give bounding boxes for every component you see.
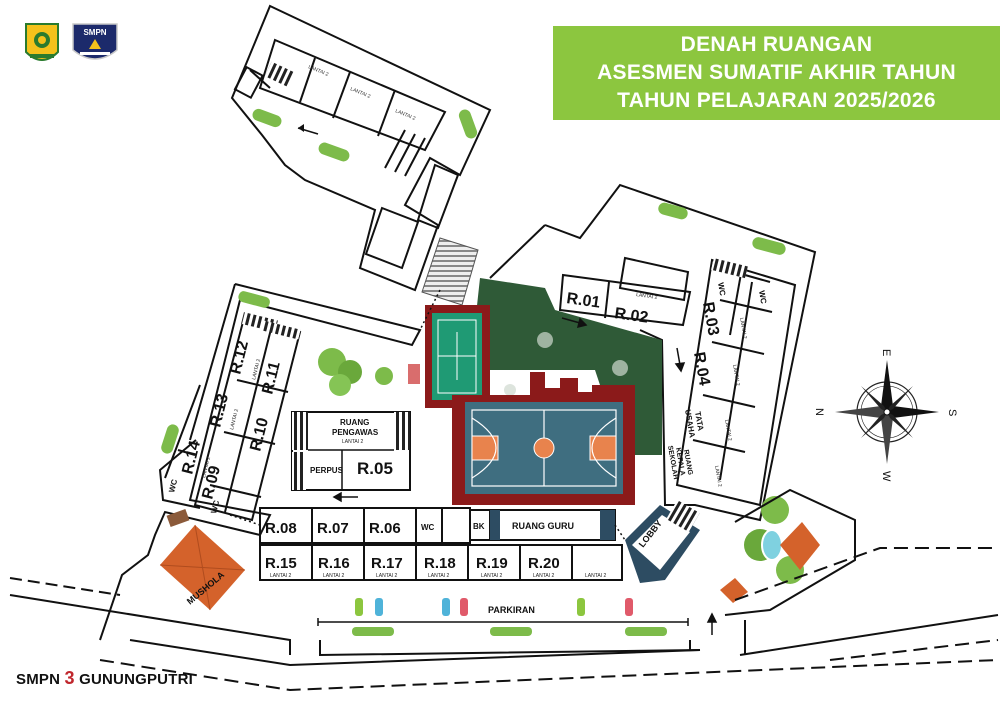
lantai-r15: LANTAI 2 [270,573,292,579]
stair-east [711,258,748,279]
bush [161,424,179,454]
room-r12[interactable]: R.12 [227,339,252,376]
lantai-r19: LANTAI 2 [481,573,503,579]
bush [252,108,282,128]
garden-area [470,278,662,455]
bush [752,237,786,255]
lantai-r18: LANTAI 2 [428,573,450,579]
bush [658,202,688,220]
title-line-2: ASESMEN SUMATIF AKHIR TAHUN [597,61,956,84]
direction-arrows [332,317,718,635]
stair-west-2 [261,320,301,340]
lantai-label-n2: LANTAI 2 [349,86,371,100]
bush [318,142,350,162]
lantai-pengawas: LANTAI 2 [342,439,364,445]
tree-cluster-west [318,348,393,396]
room-r08[interactable]: R.08 [265,520,297,537]
room-r16[interactable]: R.16 [318,555,350,572]
room-r01[interactable]: R.01 [565,290,601,312]
bush [458,109,478,139]
bush [238,291,270,308]
lantai-r16: LANTAI 2 [323,573,345,579]
south-building [259,507,623,581]
footer-prefix: SMPN [16,671,65,688]
school-logo-text: SMPN [83,28,106,37]
school-logo-icon: SMPN [72,23,118,60]
garden-tree [504,384,516,396]
compass-e: E [880,349,892,356]
kabupaten-logo-icon [25,23,59,61]
room-r04[interactable]: R.04 [690,351,713,387]
room-r14[interactable]: R.14 [179,439,204,476]
label-bk: BK [473,522,485,531]
parking-area [317,598,689,636]
lantai-r02: LANTAI 2 [636,292,658,301]
east-garden [720,496,820,603]
mushola-bench [166,508,190,528]
room-r07[interactable]: R.07 [317,520,349,537]
lantai-label-n1: LANTAI 2 [307,64,329,78]
room-r03[interactable]: R.03 [699,301,722,337]
label-wc-east-2: WC [757,290,768,305]
north-building [230,4,492,292]
compass-rose-icon [835,360,939,464]
lantai-r20: LANTAI 2 [533,573,555,579]
label-tata-usaha-1: TATA [693,411,705,432]
lantai-r17: LANTAI 2 [376,573,398,579]
label-wc-west-2: WC [209,499,221,514]
title-banner: DENAH RUANGAN ASESMEN SUMATIF AKHIR TAHU… [553,26,1000,120]
room-r15[interactable]: R.15 [265,555,297,572]
label-wc-south: WC [421,523,435,532]
stair-lobby [666,499,700,533]
lantai-r14: LANTAI 2 [201,456,212,478]
label-kepsek-2: KEPALA [674,447,686,476]
title-line-3: TAHUN PELAJARAN 2025/2026 [617,89,936,112]
footer-suffix: GUNUNGPUTRI [74,671,193,688]
label-perpus: PERPUS [310,466,344,475]
center-block [291,411,411,491]
column-guru-left [490,510,500,540]
roads [9,547,999,692]
room-r17[interactable]: R.17 [371,555,403,572]
garden-tree [537,332,553,348]
footer-number: 3 [64,668,75,688]
room-r20[interactable]: R.20 [528,555,560,572]
label-ruang-pengawas-1: RUANG [340,418,369,427]
lantai-extra: LANTAI 2 [585,573,607,579]
stair-north [264,61,295,87]
room-r19[interactable]: R.19 [476,555,508,572]
lantai-tu: LANTAI 2 [723,419,733,441]
garden-tree [612,360,628,376]
arrow-north-head [298,124,304,132]
room-r02[interactable]: R.02 [613,305,649,327]
lantai-label-n3: LANTAI 2 [394,108,416,122]
label-ruang-pengawas-2: PENGAWAS [332,428,379,437]
compass-w: W [880,471,892,482]
lantai-r12: LANTAI 2 [251,358,262,380]
east-building [489,183,817,522]
label-parkiran: PARKIRAN [488,605,535,615]
title-line-1: DENAH RUANGAN [680,33,873,56]
room-r05[interactable]: R.05 [357,459,393,478]
column-guru-right [600,510,615,540]
room-r10[interactable]: R.10 [247,416,272,453]
school-name-footer: SMPN 3 GUNUNGPUTRI [16,668,193,689]
small-post [408,364,420,384]
room-r18[interactable]: R.18 [424,555,456,572]
room-r13[interactable]: R.13 [207,392,232,429]
lantai-r13: LANTAI 2 [229,408,240,430]
lantai-r03: LANTAI 2 [738,317,748,339]
compass-n: N [813,408,825,416]
lantai-ks: LANTAI 2 [713,465,723,487]
label-kepsek-1: RUANG [682,449,693,476]
lantai-r04: LANTAI 2 [731,364,741,386]
label-wc-east-1: WC [716,282,727,297]
compass-s: S [946,409,958,416]
label-wc-west-1: WC [167,478,179,493]
room-r06[interactable]: R.06 [369,520,401,537]
label-ruang-guru: RUANG GURU [512,521,574,531]
